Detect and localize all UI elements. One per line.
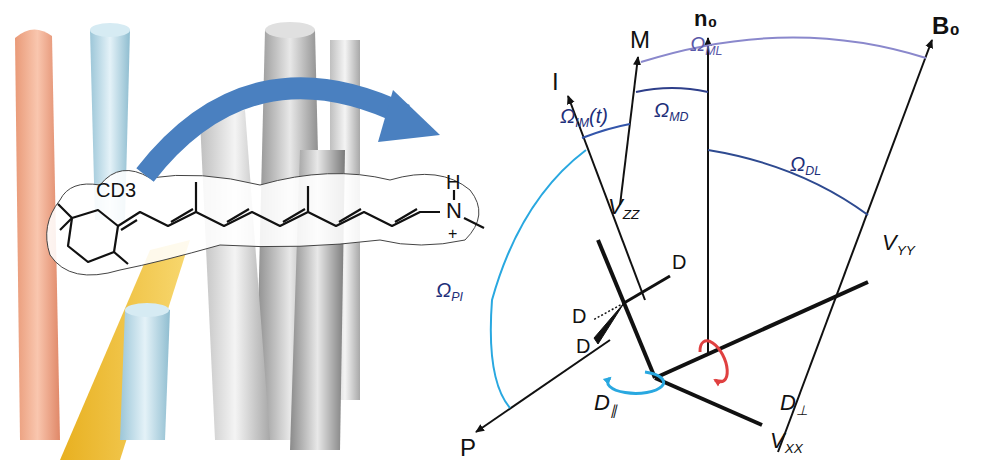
axis-label: n₀ [694, 8, 717, 30]
transition-arrowhead [378, 90, 440, 142]
atom-label: D [572, 306, 586, 326]
transition-arrow [145, 88, 405, 175]
frame-axes [476, 38, 932, 452]
atom-label: N [446, 200, 462, 222]
retinal-molecule [47, 170, 484, 275]
tensor-axis-label: VYY [882, 232, 915, 257]
angle-arcs [491, 37, 926, 408]
atom-label: D [672, 252, 686, 272]
methyl-label: CD3 [96, 180, 136, 200]
angle-label: ΩML [690, 34, 722, 58]
axis-label: M [630, 28, 650, 52]
charge-label: + [448, 226, 457, 242]
rotation-ellipses [608, 341, 728, 394]
angle-label: ΩMD [654, 100, 689, 124]
axis-label: P [460, 436, 476, 460]
atom-label: D [576, 336, 590, 356]
axis-label: I [552, 70, 559, 94]
tensor-axis-label: VXX [770, 430, 803, 455]
diffusion-label: D∥ [594, 392, 617, 417]
axis-label: B₀ [932, 14, 960, 38]
angle-label: ΩDL [790, 154, 821, 178]
angle-label: ΩIM(t) [560, 106, 608, 130]
angle-label: ΩPI [436, 280, 463, 304]
diffusion-label: D⊥ [780, 392, 808, 417]
tensor-axis-label: VZZ [608, 196, 639, 221]
atom-label: H [446, 172, 460, 192]
